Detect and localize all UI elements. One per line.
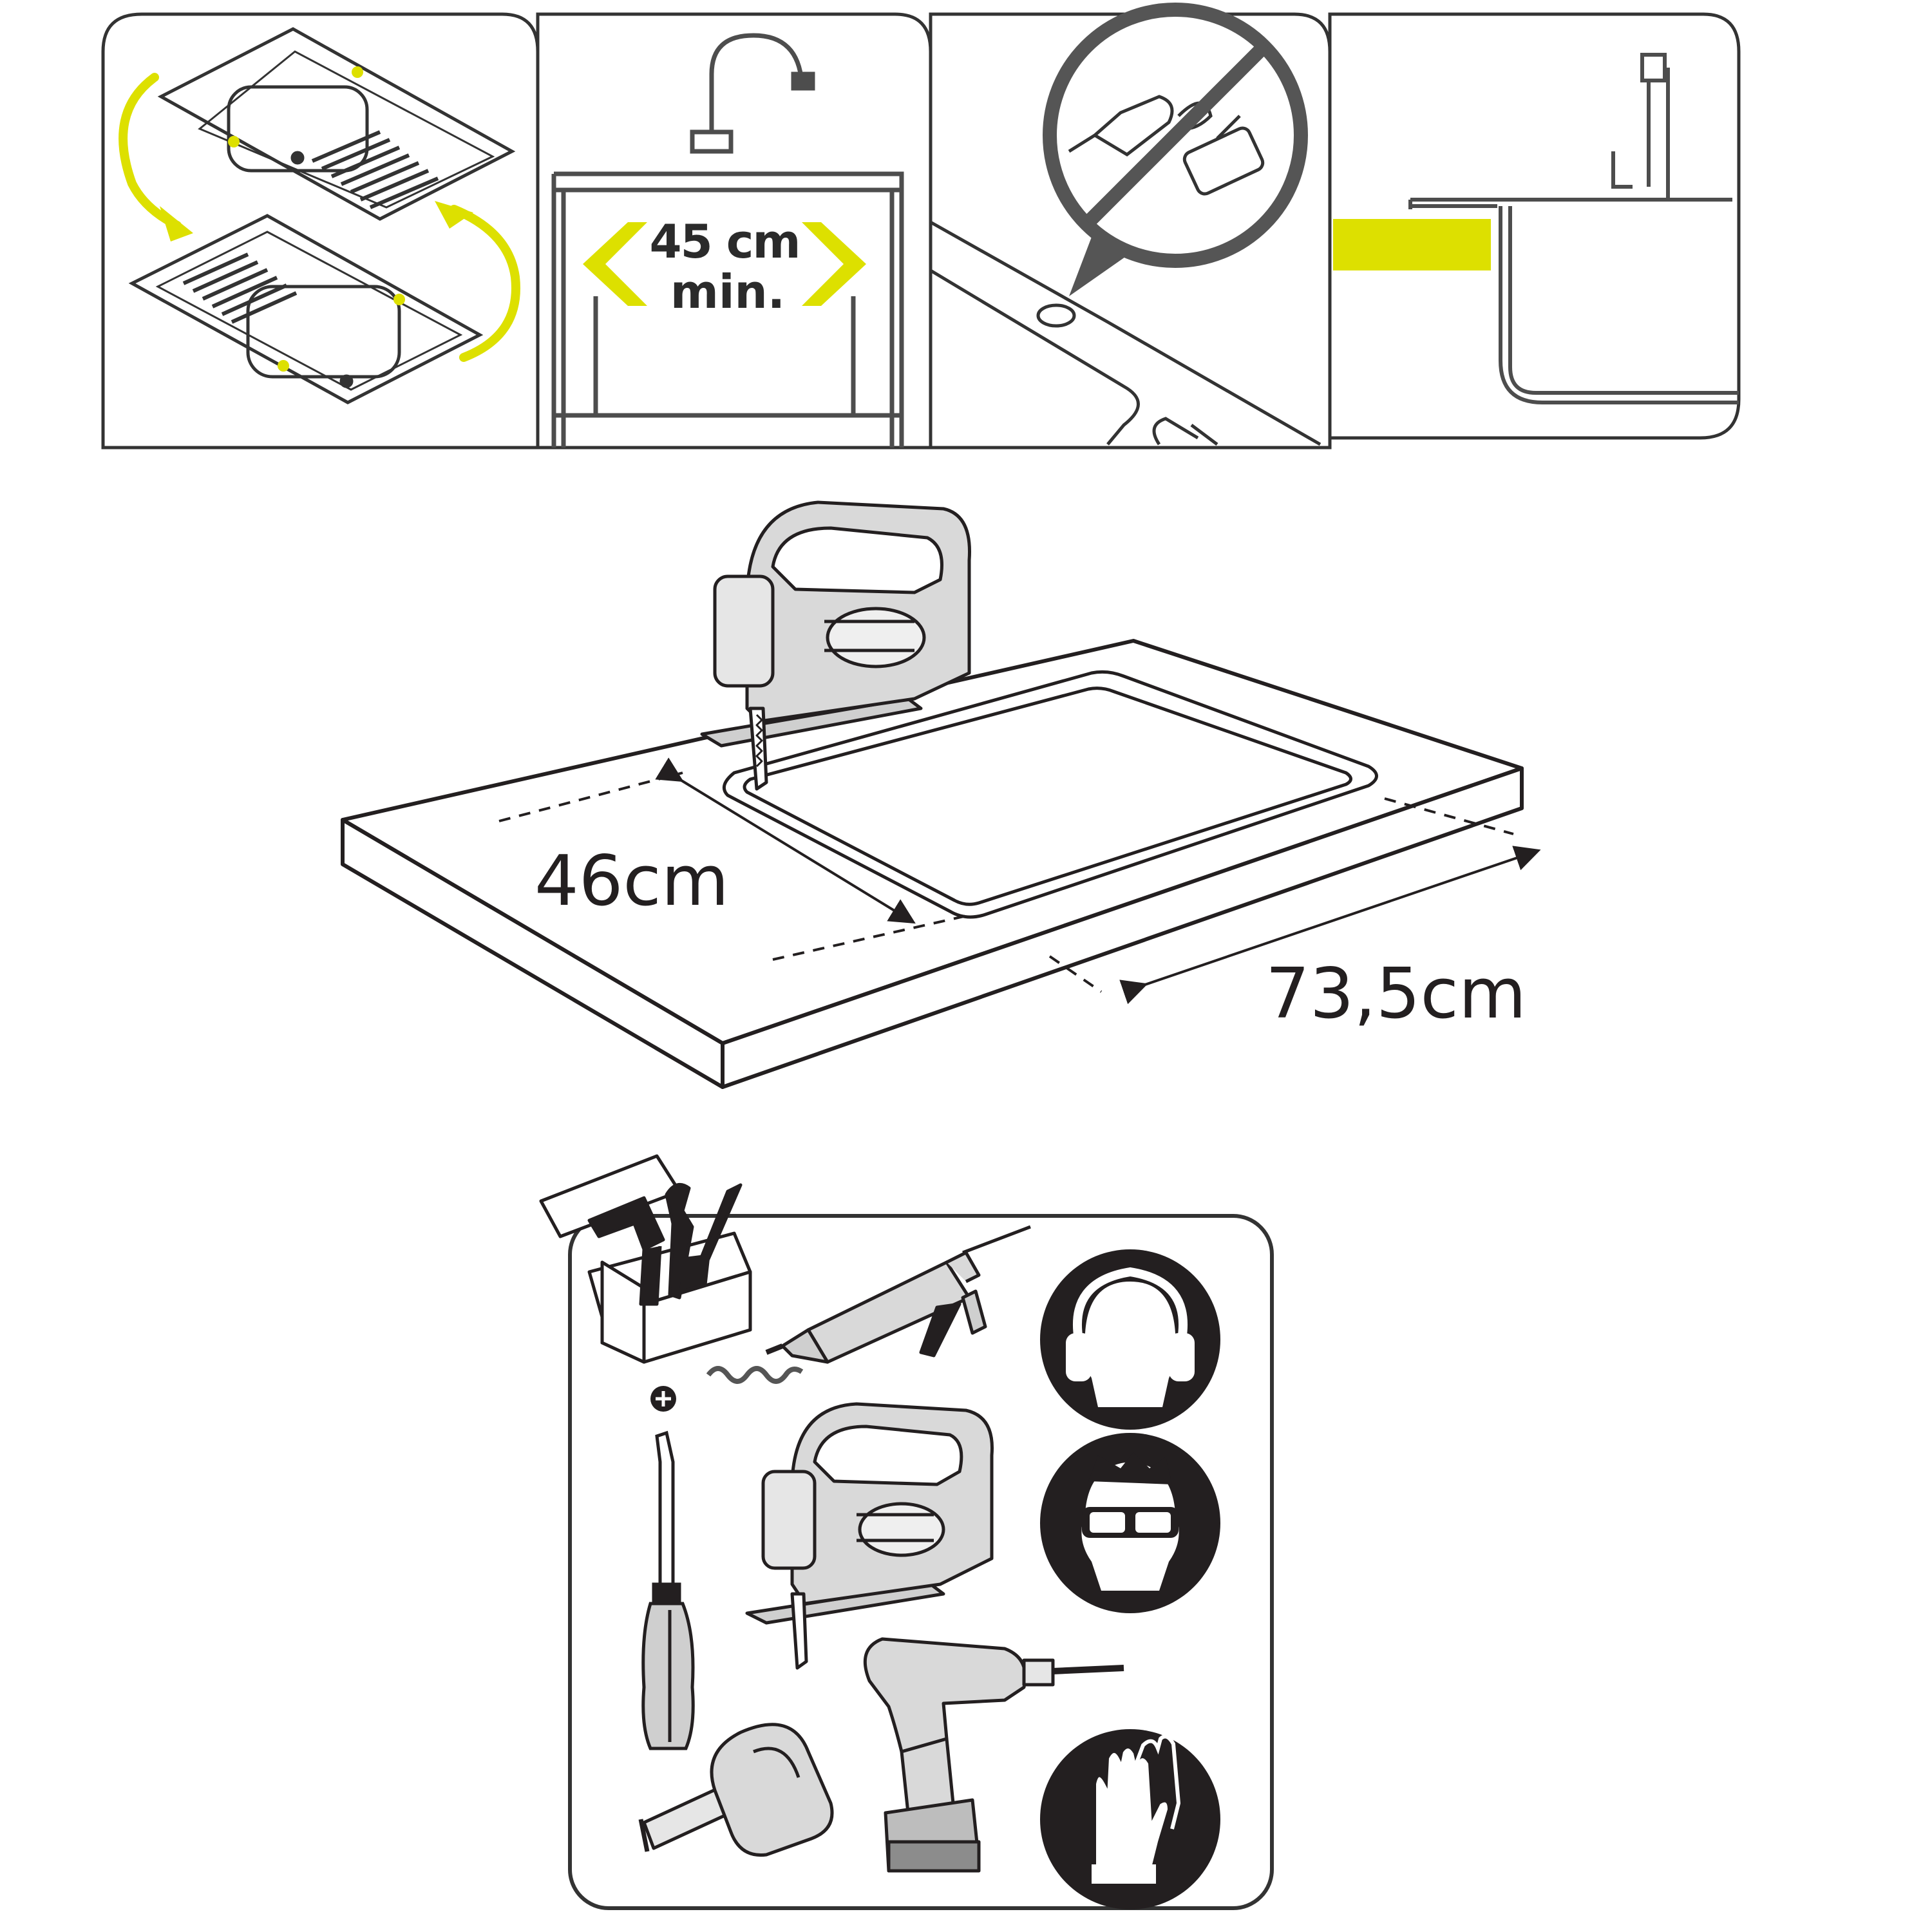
- cutout-diagram: 46cm 73,5cm: [341, 500, 1541, 1089]
- width-label: 73,5cm: [1265, 954, 1526, 1034]
- cordless-drill-icon: [863, 1637, 1124, 1873]
- width-arrows-icon: [583, 222, 866, 306]
- tools-panel: [539, 1154, 1274, 1910]
- min-width-value: 45 cm: [650, 214, 800, 269]
- jigsaw-icon: [700, 500, 971, 791]
- caulk-gun-icon: [706, 1225, 1031, 1384]
- depth-dimension: [498, 757, 973, 961]
- sink-edge-section-icon: [1408, 53, 1739, 404]
- top-instruction-strip: 45 cm min.: [101, 3, 1741, 450]
- min-width-suffix: min.: [670, 265, 785, 319]
- panel-reversible-sink: [101, 12, 540, 450]
- rotate-arrows-icon: [118, 73, 520, 362]
- overhang-highlight: [1333, 219, 1491, 270]
- reversible-sink-icon: [128, 27, 516, 404]
- plus-icon: [650, 1386, 676, 1412]
- safety-goggles-icon: [1040, 1433, 1220, 1613]
- rotate-arrowheads: [160, 201, 473, 242]
- screwdriver-icon: [641, 1430, 695, 1750]
- protective-gloves-icon: [1040, 1729, 1220, 1909]
- width-dimension: [1048, 797, 1541, 1005]
- sink-top-detail: [929, 220, 1321, 446]
- depth-label: 46cm: [535, 841, 729, 922]
- panel-cabinet-width: 45 cm min.: [536, 12, 933, 450]
- toolbox-icon: [539, 1154, 752, 1364]
- panel-no-drilling: [929, 3, 1332, 450]
- cabinet-faucet-icon: [551, 33, 904, 448]
- no-drill-icon: [1043, 3, 1308, 296]
- panel-worktop-overhang: [1328, 12, 1741, 440]
- jigsaw-small-icon: [745, 1402, 994, 1670]
- ear-protection-icon: [1040, 1249, 1220, 1430]
- tape-measure-icon: [638, 1723, 834, 1857]
